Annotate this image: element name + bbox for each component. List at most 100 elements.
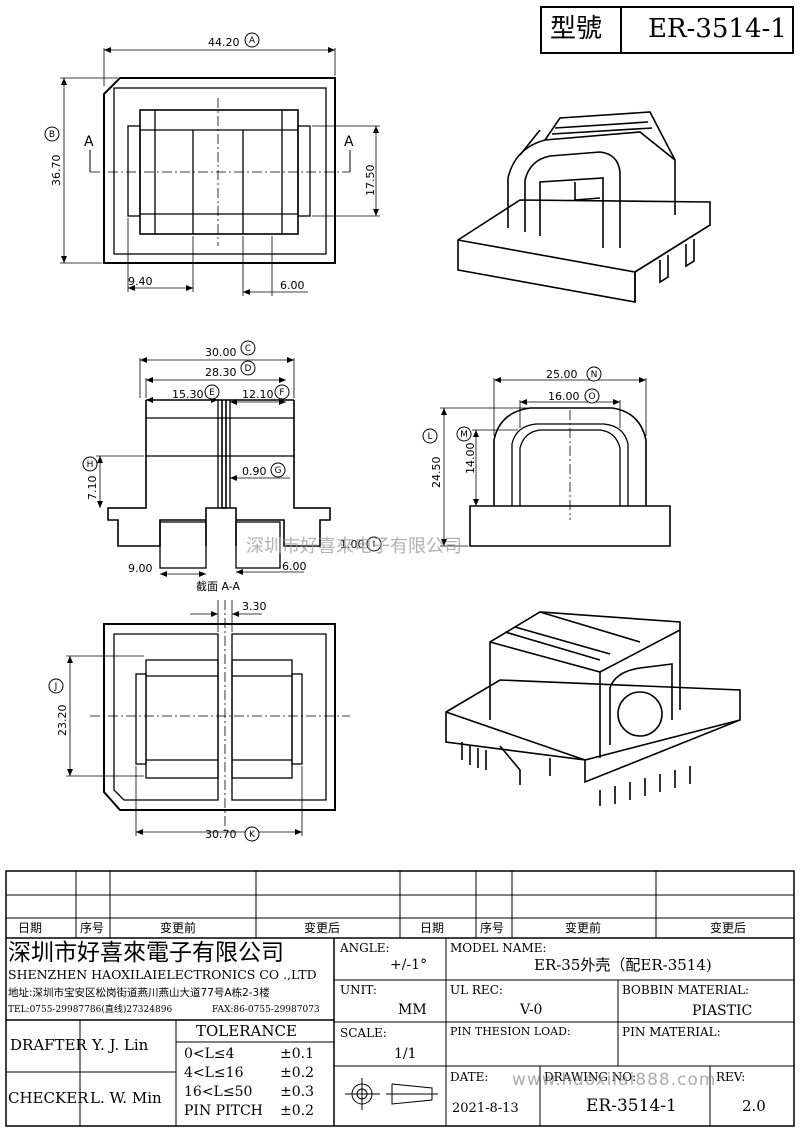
rev-header-before-1: 变更前 xyxy=(160,921,197,935)
circle-letter-o: O xyxy=(588,392,595,402)
top-view xyxy=(60,47,380,296)
bobbin-material-label: BOBBIN MATERIAL: xyxy=(622,983,750,997)
watermark-url: www.haoxilai888.com xyxy=(512,1070,717,1090)
dim-3-30: 3.30 xyxy=(242,600,267,613)
dim-b: 36.70 xyxy=(50,155,63,187)
dim-k: 30.70 xyxy=(205,828,237,841)
dim-l: 24.50 xyxy=(430,457,443,489)
dim-j: 23.20 xyxy=(56,705,69,737)
company-fax: FAX:86-0755-29987073 xyxy=(212,1005,320,1015)
model-name-value: ER-35外壳（配ER-3514) xyxy=(534,956,712,974)
isometric-view-bottom xyxy=(445,611,741,806)
company-address: 地址:深圳市宝安区松岗街道燕川燕山大道77号A栋2-3楼 xyxy=(8,987,270,999)
circle-letter-k: K xyxy=(249,830,256,840)
tolerance-range-3: 16<L≤50 xyxy=(184,1084,253,1100)
pin-tension-load-label: PIN THESION LOAD: xyxy=(450,1025,571,1038)
date-label: DATE: xyxy=(450,1070,489,1084)
drafter-value: Y. J. Lin xyxy=(92,1036,149,1054)
dim-o: 16.00 xyxy=(548,390,580,403)
model-header-value: ER-3514-1 xyxy=(648,14,787,44)
circle-letter-m: M xyxy=(460,430,468,440)
tolerance-title: TOLERANCE xyxy=(196,1022,297,1040)
tolerance-value-4: ±0.2 xyxy=(280,1103,314,1119)
circle-letter-f: F xyxy=(279,388,284,398)
drawing-no-value: ER-3514-1 xyxy=(586,1096,677,1116)
dim-d: 28.30 xyxy=(205,366,237,379)
bobbin-material-value: PIASTIC xyxy=(692,1003,753,1019)
watermark-company: 深圳市好喜來电子有限公司 xyxy=(246,536,462,557)
dim-a: 44.20 xyxy=(208,36,240,49)
section-view-a-a xyxy=(96,357,331,577)
dim-9-00: 9.00 xyxy=(128,562,153,575)
company-name-cn: 深圳市好喜來電子有限公司 xyxy=(8,940,284,966)
isometric-view-top xyxy=(457,111,711,303)
tolerance-value-2: ±0.2 xyxy=(280,1065,314,1081)
circled-letters xyxy=(44,32,602,842)
unit-label: UNIT: xyxy=(340,983,377,997)
circle-letter-l: L xyxy=(427,432,432,442)
rev-header-date-1: 日期 xyxy=(18,921,43,935)
tolerance-range-2: 4<L≤16 xyxy=(184,1065,244,1081)
drafter-label: DRAFTER xyxy=(10,1036,87,1054)
drawing-no-label: DRAWING NO: xyxy=(544,1070,637,1084)
rev-label: REV: xyxy=(716,1070,746,1084)
tolerance-range-4: PIN PITCH xyxy=(184,1103,263,1119)
angle-label: ANGLE: xyxy=(340,941,390,955)
unit-value: MM xyxy=(398,1002,427,1018)
company-name-en: SHENZHEN HAOXILAIELECTRONICS CO .,LTD xyxy=(8,967,317,982)
dim-i: 1.00 xyxy=(340,538,365,551)
tolerance-value-1: ±0.1 xyxy=(280,1046,314,1062)
side-view xyxy=(440,377,671,547)
scale-label: SCALE: xyxy=(340,1026,387,1040)
model-name-label: MODEL NAME: xyxy=(450,941,547,955)
dim-g: 0.90 xyxy=(242,465,267,478)
circle-letter-d: D xyxy=(245,364,252,374)
ul-rec-label: UL REC: xyxy=(450,983,503,997)
checker-value: L. W. Min xyxy=(90,1089,162,1107)
angle-value: +/-1° xyxy=(390,957,428,973)
ul-rec-value: V-0 xyxy=(520,1002,543,1018)
circle-letter-h: H xyxy=(87,460,94,470)
dim-9-40: 9.40 xyxy=(128,275,153,288)
rev-header-after-1: 变更后 xyxy=(304,921,341,935)
date-value: 2021-8-13 xyxy=(452,1101,519,1116)
section-caption: 截面 A-A xyxy=(196,579,241,593)
rev-header-seq-2: 序号 xyxy=(480,921,505,935)
circle-letter-g: G xyxy=(275,466,282,476)
section-marker-left: A xyxy=(84,134,94,150)
company-tel: TEL:0755-29987786(直线)27324896 xyxy=(8,1005,173,1015)
circle-letter-b: B xyxy=(49,130,55,140)
model-header-divider xyxy=(620,6,622,54)
rev-value: 2.0 xyxy=(742,1097,766,1115)
circle-letter-c: C xyxy=(245,344,251,354)
circle-letter-a: A xyxy=(249,36,256,46)
scale-value: 1/1 xyxy=(394,1046,417,1062)
circle-letter-n: N xyxy=(591,370,598,380)
section-marker-right: A xyxy=(344,134,354,150)
rev-header-seq-1: 序号 xyxy=(80,921,105,935)
tolerance-value-3: ±0.3 xyxy=(280,1084,314,1100)
dim-n: 25.00 xyxy=(546,368,578,381)
projection-symbol-icon xyxy=(345,1078,438,1110)
model-header-label: 型號 xyxy=(550,14,603,44)
model-header-box xyxy=(540,6,794,54)
tolerance-range-1: 0<L≤4 xyxy=(184,1046,235,1062)
dim-e: 15.30 xyxy=(172,388,204,401)
rev-header-date-2: 日期 xyxy=(420,921,445,935)
dim-6-00-top: 6.00 xyxy=(280,279,305,292)
circle-letter-e: E xyxy=(209,388,215,398)
technical-drawing: A B C D E F G H I J K L M N O 44.20 36.7… xyxy=(44,32,741,842)
dim-h: 7.10 xyxy=(86,476,99,501)
dim-f: 12.10 xyxy=(242,388,274,401)
rev-header-before-2: 变更前 xyxy=(565,921,602,935)
dim-6-00-section: 6.00 xyxy=(282,560,307,573)
dim-c: 30.00 xyxy=(205,346,237,359)
rev-header-after-2: 变更后 xyxy=(710,921,747,935)
dim-17-50: 17.50 xyxy=(364,165,377,197)
circle-letter-i: I xyxy=(373,540,376,550)
circle-letter-j: J xyxy=(54,682,58,692)
dim-m: 14.00 xyxy=(464,443,477,475)
pin-material-label: PIN MATERIAL: xyxy=(622,1025,721,1039)
bottom-view xyxy=(66,600,350,836)
